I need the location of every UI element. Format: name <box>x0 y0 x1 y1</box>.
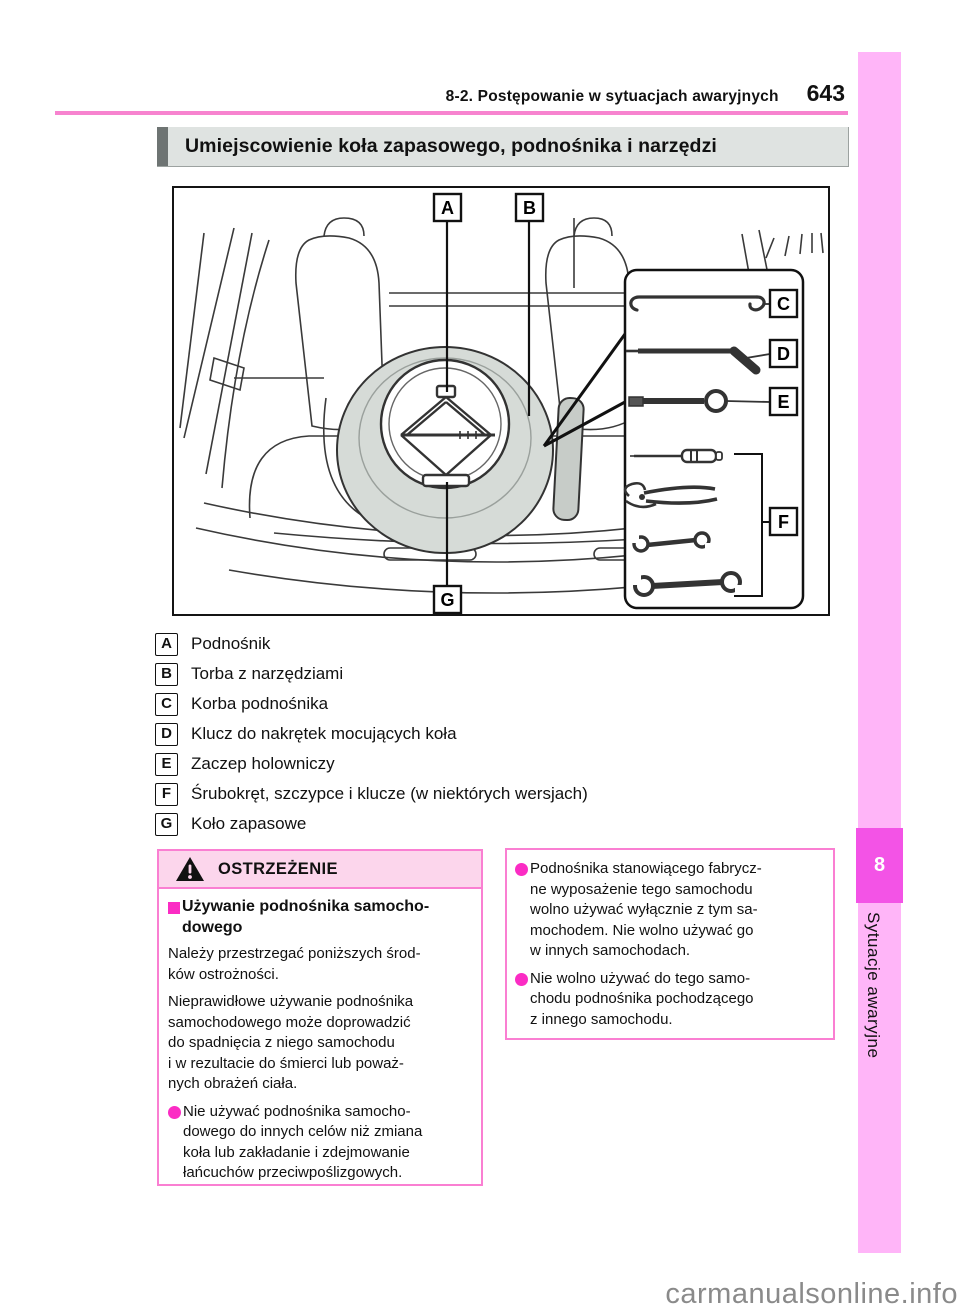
trunk-diagram: A B C D E F G <box>172 186 830 616</box>
warning-title: OSTRZEŻENIE <box>218 859 338 878</box>
chapter-sidebar-bar <box>858 52 901 1253</box>
exploded-view-lines <box>542 333 627 448</box>
tool-bag-art <box>552 397 585 522</box>
warning-bullet: Nie wolno używać do tego samo- chodu pod… <box>515 969 825 1031</box>
f-group-bracket <box>734 453 770 597</box>
tow-hook-art <box>628 389 771 413</box>
site-watermark: carmanualsonline.info <box>665 1278 958 1310</box>
warning-bullet-text: Nie używać podnośnika samocho- dowego do… <box>183 1102 423 1182</box>
legend-label: Podnośnik <box>191 634 271 653</box>
legend-item: F Śrubokręt, szczypce i klucze (w niektó… <box>155 779 835 809</box>
callout-a: A <box>441 198 454 218</box>
warning-box-main: OSTRZEŻENIE Używanie podnośnika samocho-… <box>157 849 483 1186</box>
warning-body: Używanie podnośnika samocho- dowego Nale… <box>159 889 481 1197</box>
breadcrumb: 8-2. Postępowanie w sytuacjach awaryjnyc… <box>445 88 779 105</box>
legend-label: Zaczep holowniczy <box>191 754 335 773</box>
legend-item: C Korba podnośnika <box>155 689 835 719</box>
header-rule <box>55 111 848 115</box>
circle-bullet-icon <box>515 972 528 986</box>
warning-subheading: Używanie podnośnika samocho- dowego <box>168 897 472 938</box>
legend-key-box: E <box>155 752 178 776</box>
callout-g: G <box>440 590 454 610</box>
callout-b: B <box>523 198 536 218</box>
trunk-diagram-svg: A B C D E F G <box>179 192 824 614</box>
legend-item: D Klucz do nakrętek mocujących koła <box>155 719 835 749</box>
legend-key-box: B <box>155 662 178 686</box>
legend-item: G Koło zapasowe <box>155 809 835 839</box>
warning-subheading-text: Używanie podnośnika samocho- dowego <box>182 898 430 936</box>
callout-c: C <box>777 294 790 314</box>
page-number: 643 <box>806 80 845 106</box>
callout-f: F <box>778 512 789 532</box>
warning-triangle-icon <box>176 857 204 881</box>
page-header: 8-2. Postępowanie w sytuacjach awaryjnyc… <box>446 80 845 107</box>
warning-bullet-text: Nie wolno używać do tego samo- chodu pod… <box>530 969 754 1028</box>
screwdriver-art <box>630 448 723 464</box>
legend-label: Korba podnośnika <box>191 694 329 713</box>
callout-e: E <box>777 392 789 412</box>
legend-label: Klucz do nakrętek mocujących koła <box>191 724 457 743</box>
chapter-label-vertical: Sytuacje awaryjne <box>864 912 883 1059</box>
callout-labels: A B C D E F G <box>432 192 799 614</box>
legend-label: Koło zapasowe <box>191 814 307 833</box>
leader-lines <box>445 220 531 586</box>
circle-bullet-icon <box>168 1105 181 1119</box>
legend-item: B Torba z narzędziami <box>155 659 835 689</box>
legend-item: A Podnośnik <box>155 629 835 659</box>
warning-bullet: Nie używać podnośnika samocho- dowego do… <box>168 1102 472 1184</box>
tool-panel <box>623 268 805 610</box>
square-bullet-icon <box>168 902 180 914</box>
lug-wrench-art <box>626 346 771 375</box>
large-wrench-art <box>631 571 746 597</box>
warning-paragraph: Nieprawidłowe używanie podnośnika samoch… <box>168 993 414 1092</box>
warning-bullet: Podnośnika stanowiącego fabrycz- ne wypo… <box>515 859 825 962</box>
section-title-bar: Umiejscowienie koła zapasowego, podnośni… <box>157 127 849 167</box>
circle-bullet-icon <box>515 863 528 876</box>
legend-list: A Podnośnik B Torba z narzędziami C Korb… <box>155 629 835 839</box>
pliers-art <box>623 481 718 509</box>
legend-key-box: G <box>155 812 178 836</box>
legend-item: E Zaczep holowniczy <box>155 749 835 779</box>
warning-bullet-text: Podnośnika stanowiącego fabrycz- ne wypo… <box>530 860 762 959</box>
legend-key-box: D <box>155 722 178 746</box>
legend-label: Torba z narzędziami <box>191 664 344 683</box>
spare-wheel-art <box>336 346 554 554</box>
warning-box-continued: Podnośnika stanowiącego fabrycz- ne wypo… <box>505 848 835 1040</box>
legend-key-box: A <box>155 632 178 656</box>
callout-d: D <box>777 344 790 364</box>
legend-label: Śrubokręt, szczypce i klucze (w niektóry… <box>191 784 588 803</box>
section-title: Umiejscowienie koła zapasowego, podnośni… <box>185 135 717 157</box>
legend-key-box: C <box>155 692 178 716</box>
warning-paragraph: Należy przestrzegać poniższych środ- ków… <box>168 945 421 983</box>
warning-header: OSTRZEŻENIE <box>159 851 481 889</box>
chapter-number-badge: 8 <box>856 828 903 903</box>
legend-key-box: F <box>155 782 178 806</box>
small-wrench-art <box>630 531 714 553</box>
section-accent-bar <box>157 127 168 166</box>
